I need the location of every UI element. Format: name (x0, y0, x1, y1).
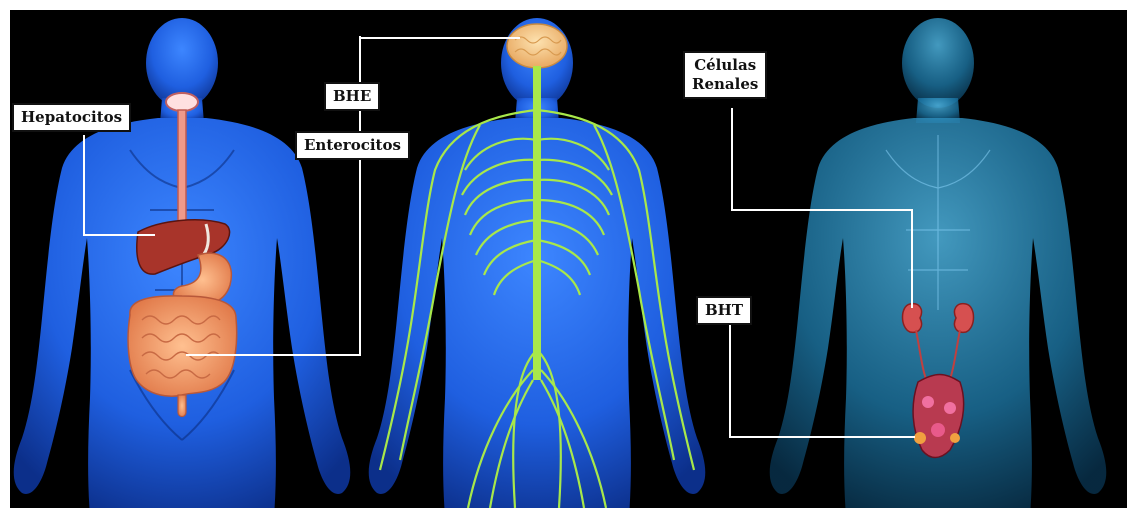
brain-shape (507, 24, 567, 68)
anatomy-panel: Hepatocitos BHE Enterocitos Células Rena… (10, 10, 1127, 508)
right-kidney-shape (954, 304, 973, 333)
label-bht: BHT (696, 296, 752, 325)
enterocitos-text: Enterocitos (304, 136, 401, 154)
intestine-shape (128, 296, 237, 396)
bhe-leader (360, 38, 520, 80)
bht-text: BHT (705, 301, 743, 319)
celulas-line2-text: Renales (692, 75, 758, 94)
label-enterocitos: Enterocitos (295, 131, 410, 160)
label-bhe: BHE (324, 82, 380, 111)
label-celulas-renales: Células Renales (683, 51, 767, 99)
label-hepatocitos: Hepatocitos (12, 103, 131, 132)
bhe-text: BHE (333, 87, 371, 105)
anatomy-illustration (10, 10, 1127, 508)
esophagus-shape (178, 110, 186, 235)
mouth-shape (166, 93, 198, 111)
celulas-line1-text: Células (692, 56, 758, 75)
hepatocitos-text: Hepatocitos (21, 108, 122, 126)
